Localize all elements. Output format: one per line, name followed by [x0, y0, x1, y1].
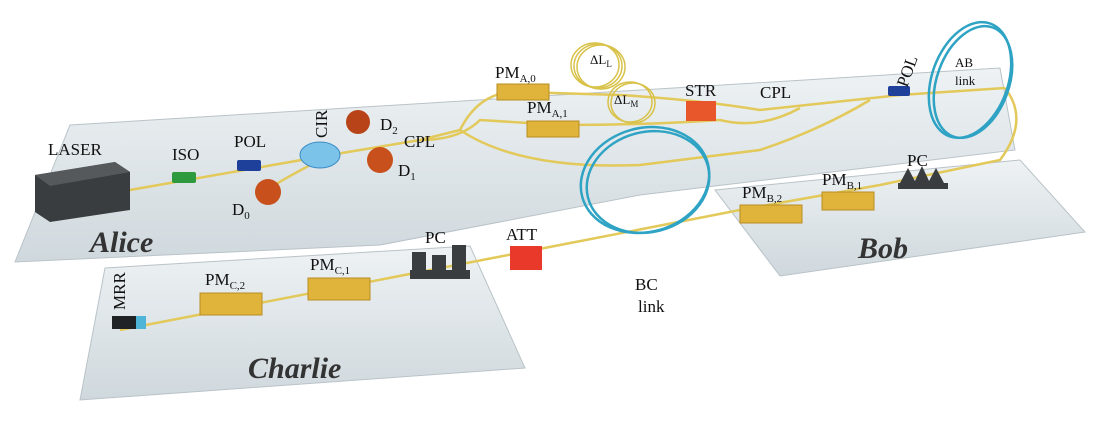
polarizer-label: POL [234, 132, 266, 151]
detector-d1 [367, 147, 393, 173]
laser [35, 162, 130, 222]
alice-name: Alice [88, 226, 153, 259]
delay-loop-medium [607, 81, 656, 124]
bob-name: Bob [857, 232, 908, 265]
ab-link-coil [927, 20, 1014, 140]
phase-modulator-a1 [526, 120, 580, 138]
delay-loop-long [570, 42, 626, 90]
pm-c1-label: PMC,1 [310, 255, 350, 277]
mirror-tip [136, 316, 146, 329]
polarizer [237, 160, 261, 171]
detector-d2 [346, 110, 370, 134]
charlie-platform [79, 245, 526, 401]
bob-platform [714, 159, 1086, 277]
pc-bob-label: PC [907, 151, 928, 170]
coupler-2-label: CPL [760, 83, 791, 102]
charlie-name: Charlie [248, 352, 341, 385]
phase-modulator-c2 [199, 292, 263, 316]
bc-link-label-2: link [638, 297, 665, 316]
mrr-label: MRR [110, 272, 129, 310]
pm-b2-label: PMB,2 [742, 183, 782, 205]
phase-modulator-b1 [821, 191, 875, 211]
bc-link-label-1: BC [635, 275, 658, 294]
pc-charlie-label: PC [425, 228, 446, 247]
polarization-controller-charlie [410, 245, 470, 279]
circulator [299, 141, 341, 169]
coupler-1-label: CPL [404, 132, 435, 151]
alice-platform [14, 67, 1016, 263]
isolator [172, 172, 196, 183]
polarization-controller-bob [898, 166, 948, 189]
pm-b1-label: PMB,1 [822, 170, 862, 192]
bc-link-coil [579, 125, 711, 235]
phase-modulator-c1 [307, 277, 371, 301]
attenuator-label: ATT [506, 225, 538, 244]
delta-l-long-label: ΔLL [590, 52, 612, 69]
delta-l-medium-label: ΔLM [614, 92, 638, 109]
isolator-label: ISO [172, 145, 199, 164]
detector-d0-label: D0 [232, 200, 250, 222]
pm-a0-label: PMA,0 [495, 63, 536, 85]
ab-link-label-1: AB [955, 55, 973, 70]
stretcher-label: STR [685, 81, 717, 100]
phase-modulator-a0 [496, 83, 550, 101]
laser-label: LASER [48, 140, 103, 159]
detector-d2-label: D2 [380, 115, 398, 137]
detector-d0 [255, 179, 281, 205]
circulator-label: CIR [312, 109, 331, 138]
pm-c2-label: PMC,2 [205, 270, 245, 292]
pm-a1-label: PMA,1 [527, 98, 568, 120]
polarizer-2 [888, 86, 910, 96]
ab-link-label-2: link [955, 73, 976, 88]
phase-modulator-b2 [739, 204, 803, 224]
stretcher [686, 101, 716, 121]
attenuator [510, 246, 542, 270]
detector-d1-label: D1 [398, 161, 416, 183]
